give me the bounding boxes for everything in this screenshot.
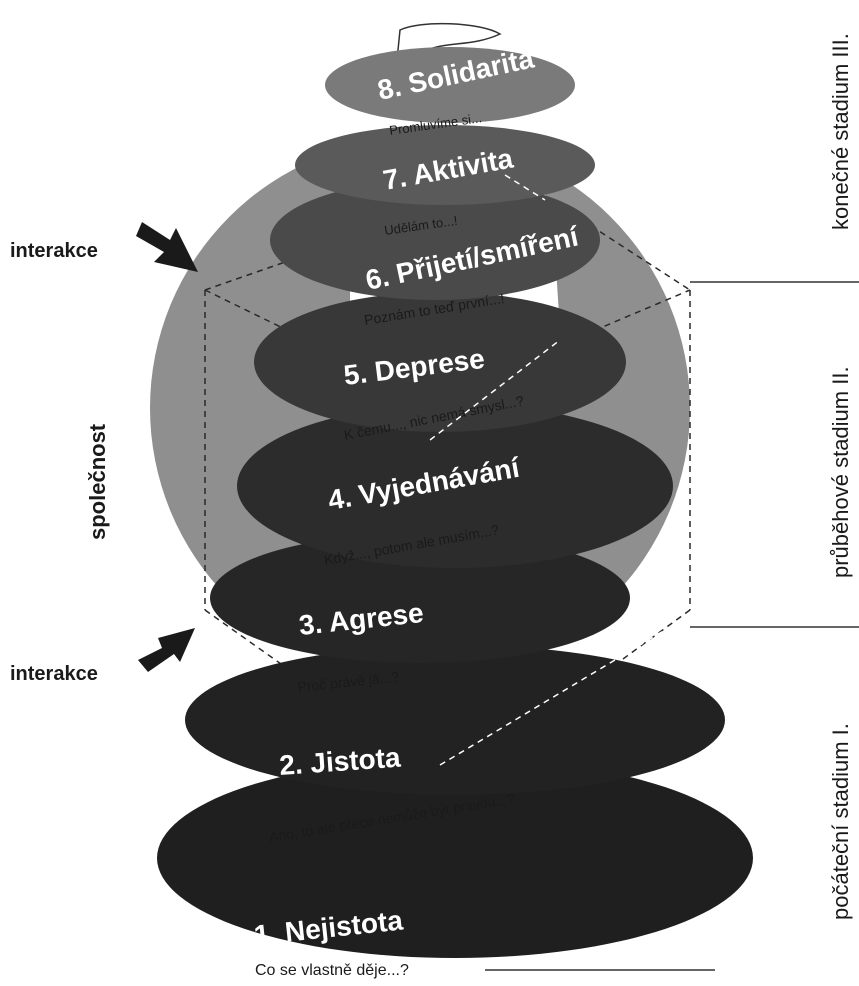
interaction-bottom-arrow: [138, 628, 195, 672]
disc-dashes: [429, 174, 691, 766]
level-5-disc: [254, 292, 626, 432]
society-label: společnost: [85, 423, 110, 540]
level-3-disc: [210, 533, 630, 663]
level-2-disc: [185, 645, 725, 795]
level-7-disc: [295, 125, 595, 205]
interaction-bottom-label: interakce: [10, 663, 98, 685]
stage-label-transitional: průběhové stadium II.: [828, 366, 853, 578]
level-1-disc: [157, 758, 753, 958]
level-4-disc: [237, 404, 673, 568]
interaction-top-arrow: [136, 222, 198, 272]
ellipse-stack: [157, 47, 753, 958]
stage-label-initial: počáteční stadium I.: [828, 723, 853, 920]
interaction-top-label: interakce: [10, 240, 98, 262]
level-6-disc: [270, 180, 600, 300]
stage-label-final: konečné stadium III.: [828, 33, 853, 230]
bottom-question: Co se vlastně děje...?: [255, 962, 409, 979]
level-8-disc: [325, 47, 575, 123]
